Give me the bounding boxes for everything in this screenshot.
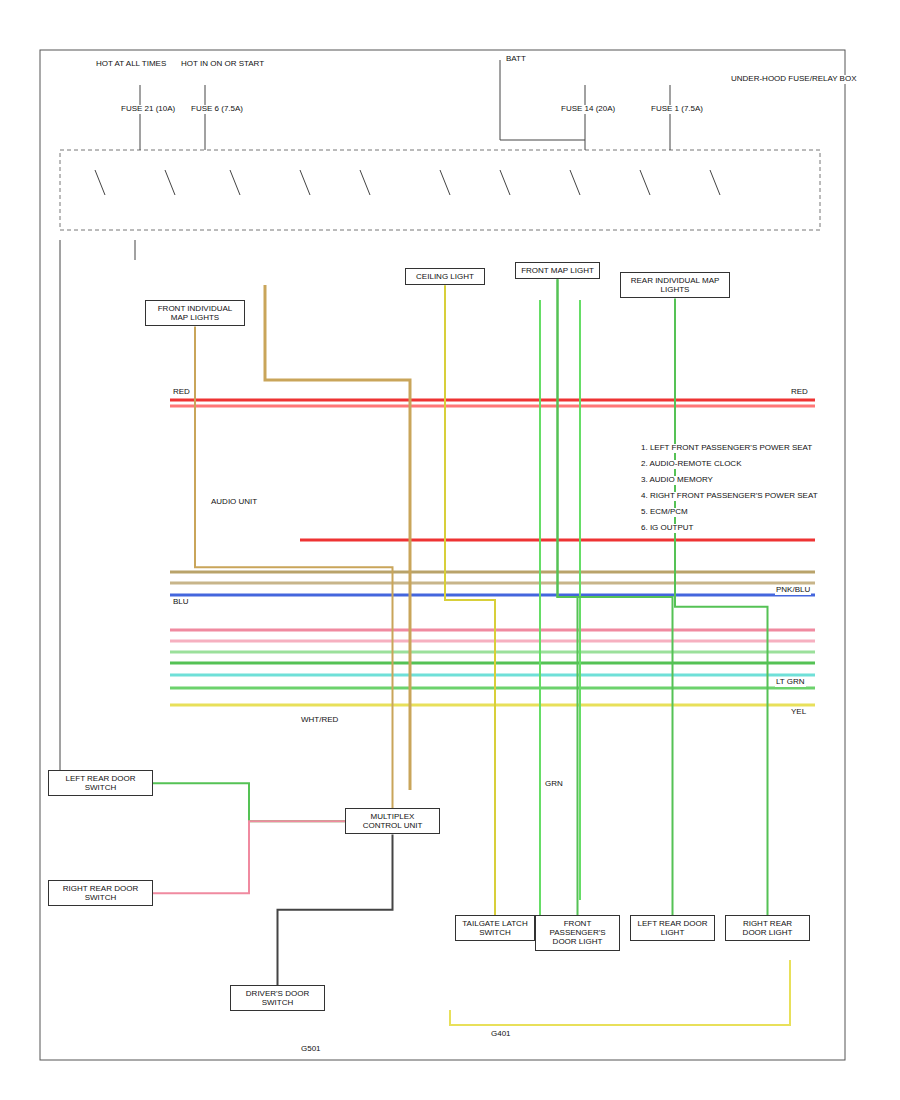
wire-path: [195, 326, 393, 808]
wire-path: [278, 834, 393, 985]
wire-label: PNK/BLU: [775, 586, 811, 595]
wire-label: FUSE 14 (20A): [560, 105, 616, 114]
wire-label: BATT: [505, 55, 527, 64]
component-name: FRONT MAP LIGHT: [520, 266, 595, 275]
component-name: LEFT REAR DOOR SWITCH: [53, 774, 148, 792]
wire-path: [558, 279, 673, 915]
wire-label: FUSE 1 (7.5A): [650, 105, 704, 114]
wire-label: FUSE 21 (10A): [120, 105, 176, 114]
wire-path: [675, 298, 768, 915]
wire-connector: [558, 279, 673, 915]
wire-connector: [153, 783, 345, 821]
component-box: TAILGATE LATCH SWITCH: [455, 915, 535, 941]
wire-label: RED: [172, 388, 191, 397]
wire-connector: [195, 326, 393, 808]
wire-label: 1. LEFT FRONT PASSENGER'S POWER SEAT: [640, 444, 813, 453]
wire-connector: [675, 298, 768, 915]
component-box: RIGHT REAR DOOR LIGHT: [725, 915, 810, 941]
wire-label: 5. ECM/PCM: [640, 508, 689, 517]
component-box: CEILING LIGHT: [405, 268, 485, 285]
wire-label: HOT IN ON OR START: [180, 60, 265, 69]
component-box: REAR INDIVIDUAL MAP LIGHTS: [620, 272, 730, 298]
wire-label: WHT/RED: [300, 716, 339, 725]
wire-label: LT GRN: [775, 678, 806, 687]
wire-connector: [278, 834, 393, 985]
component-box: LEFT REAR DOOR LIGHT: [630, 915, 715, 941]
wire-path: [153, 821, 345, 893]
component-box: FRONT MAP LIGHT: [515, 262, 600, 279]
component-box: RIGHT REAR DOOR SWITCH: [48, 880, 153, 906]
wire-label: AUDIO UNIT: [210, 498, 258, 507]
component-name: REAR INDIVIDUAL MAP LIGHTS: [625, 276, 725, 294]
wire-label: 6. IG OUTPUT: [640, 524, 694, 533]
component-name: FRONT INDIVIDUAL MAP LIGHTS: [150, 304, 240, 322]
component-name: LEFT REAR DOOR LIGHT: [635, 919, 710, 937]
component-box: FRONT INDIVIDUAL MAP LIGHTS: [145, 300, 245, 326]
component-box: DRIVER'S DOOR SWITCH: [230, 985, 325, 1011]
component-name: TAILGATE LATCH SWITCH: [460, 919, 530, 937]
component-box: FRONT PASSENGER'S DOOR LIGHT: [535, 915, 620, 951]
component-name: CEILING LIGHT: [410, 272, 480, 281]
wire-label: HOT AT ALL TIMES: [95, 60, 167, 69]
wire-label: G401: [490, 1030, 512, 1039]
wire-path: [445, 285, 495, 915]
wire-label: RED: [790, 388, 809, 397]
wire-label: 3. AUDIO MEMORY: [640, 476, 714, 485]
wire-label: UNDER-HOOD FUSE/RELAY BOX: [730, 75, 858, 84]
component-box: MULTIPLEX CONTROL UNIT: [345, 808, 440, 834]
wire-label: FUSE 6 (7.5A): [190, 105, 244, 114]
component-name: FRONT PASSENGER'S DOOR LIGHT: [540, 919, 615, 947]
wire-label: BLU: [172, 598, 190, 607]
component-name: RIGHT REAR DOOR SWITCH: [53, 884, 148, 902]
wire-label: GRN: [544, 780, 564, 789]
wire-label: YEL: [790, 708, 807, 717]
wire-connector: [445, 285, 495, 915]
component-name: DRIVER'S DOOR SWITCH: [235, 989, 320, 1007]
wire-label: G501: [300, 1045, 322, 1054]
wire-path: [153, 783, 345, 821]
wire-label: 4. RIGHT FRONT PASSENGER'S POWER SEAT: [640, 492, 819, 501]
wire-label: 2. AUDIO-REMOTE CLOCK: [640, 460, 742, 469]
component-box: LEFT REAR DOOR SWITCH: [48, 770, 153, 796]
component-name: RIGHT REAR DOOR LIGHT: [730, 919, 805, 937]
component-name: MULTIPLEX CONTROL UNIT: [350, 812, 435, 830]
wire-connector: [153, 821, 345, 893]
